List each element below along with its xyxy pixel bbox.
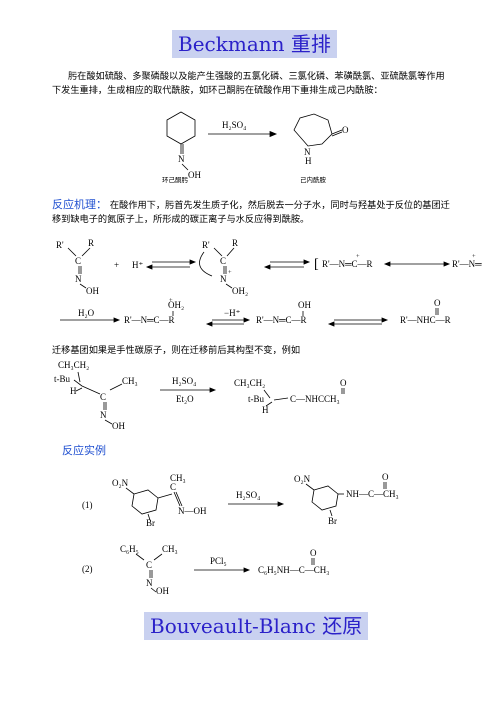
ch-oh: OH <box>112 421 125 430</box>
s1-n: N <box>178 154 185 164</box>
ex2-o: O <box>310 548 317 558</box>
ex2-ch3: CH₃ <box>162 544 178 554</box>
m-step-b-oh: OH <box>298 300 311 310</box>
m2-rprime: R' <box>202 240 210 250</box>
scheme-caprolactam: N OH H₂SO₄ O N H 环己酮肟 己内酰胺 <box>162 111 349 184</box>
ex1-label: (1) <box>82 500 93 510</box>
mechanism-label: 反应机理： <box>52 198 107 211</box>
m-step-b: R'—N═C—R <box>256 315 307 325</box>
ex1-prod-nh: NH—C—CH₃ <box>346 489 399 499</box>
ex1-c: C <box>170 482 176 492</box>
ex2-n: N <box>146 578 153 588</box>
ex1-no2: O₂N <box>112 478 129 488</box>
ch-n: N <box>100 410 107 420</box>
m2-oh2: OH₂ <box>232 286 248 296</box>
example-2-scheme: (2) C₆H₅ CH₃ C N OH PCl₅ C₆H₅NH—C—CH₃ O <box>82 544 329 594</box>
bouveault-title: Bouveault-Blanc 还原 <box>144 612 369 640</box>
ex1-ch3: CH₃ <box>170 473 186 483</box>
ch-product-o: O <box>340 378 347 388</box>
m-c: C <box>75 256 81 266</box>
chiral-scheme: CH₃CH₂ t-Bu H CH₃ C N OH H₂SO₄ Et₂O CH₃C… <box>54 360 347 430</box>
ex1-br: Br <box>146 518 155 528</box>
m2-r: R <box>232 238 238 248</box>
svg-text:[: [ <box>314 257 319 272</box>
m2-plus: + <box>228 269 232 276</box>
intro-paragraph: 肟在酸如硫酸、多聚磷酸以及能产生强酸的五氯化磷、三氯化磷、苯磺酰氯、亚硫酰氯等作… <box>52 71 445 96</box>
ex1-prod-br: Br <box>328 516 337 526</box>
mechanism-paragraph: 反应机理： 在酸作用下，肟首先发生质子化，然后脱去一分子水，同时与羟基处于反位的… <box>52 198 457 227</box>
m-h2o: H₂O <box>78 308 95 318</box>
ch-product-main: C—NHCCH₃ <box>290 394 340 404</box>
ch-reagent-bottom: Et₂O <box>176 394 194 404</box>
label-cyclohexanone-oxime: 环己酮肟 <box>162 176 189 184</box>
ch-ch3: CH₃ <box>122 376 138 386</box>
s1-reagent: H₂SO₄ <box>222 120 246 130</box>
caprolactam-ring <box>293 113 333 147</box>
ex2-label: (2) <box>82 564 93 574</box>
m-plus: + <box>114 260 119 270</box>
m-step-a: R'—N═C—R <box>124 315 175 325</box>
m-oh: OH <box>86 286 99 296</box>
ch-tbu: t-Bu <box>54 374 71 384</box>
m-step-a-oh2: OH₂ <box>168 300 184 310</box>
example-1-scheme: (1) O₂N C CH₃ N—OH Br H₂SO₄ O₂N NH—C—CH₃… <box>82 472 399 528</box>
m-ion-1-plus: + <box>356 253 360 260</box>
ex2-c6h5: C₆H₅ <box>120 544 139 554</box>
m-hplus: H⁺ <box>132 260 143 270</box>
arrowhead <box>269 130 278 138</box>
ch-p-h: H <box>262 405 269 415</box>
m-ion-1: R'—N═C—R <box>322 259 373 269</box>
m-amide: R'—NHC—R <box>400 315 451 325</box>
ch-h: H <box>70 386 77 396</box>
m2-n: N <box>220 274 227 284</box>
s1-nh: N <box>304 147 311 157</box>
chiral-note: 迁移基团如果是手性碳原子，则在迁移前后其构型不变，例如 <box>52 345 301 356</box>
s1-o: O <box>342 125 349 135</box>
ch-p-tbu: t-Bu <box>248 394 265 404</box>
s1-h: H <box>305 156 312 166</box>
examples-heading: 反应实例 <box>62 444 106 457</box>
m-ion-2: R'—N═C—R <box>452 259 482 269</box>
m-rprime: R' <box>56 240 64 250</box>
m-n: N <box>75 274 82 284</box>
ch-c: C <box>100 392 106 402</box>
m-r: R <box>88 238 94 248</box>
ex1-prod-no2: O₂N <box>294 474 311 484</box>
mechanism-row-1: R' R C N OH + H⁺ R' R C N + OH₂ [ R'—N═C… <box>56 238 482 296</box>
s1-oh: OH <box>188 170 201 180</box>
m-amide-o: O <box>434 298 441 308</box>
m2-c: C <box>220 256 226 266</box>
label-caprolactam: 己内酰胺 <box>300 175 327 184</box>
cyclohexane-ring <box>166 111 196 145</box>
m-minus-h: −H⁺ <box>224 308 241 318</box>
curved-arrow <box>199 251 213 277</box>
ex1-reagent: H₂SO₄ <box>236 490 260 500</box>
beckmann-title: Beckmann 重排 <box>172 30 337 58</box>
ch-reagent-top: H₂SO₄ <box>172 376 196 386</box>
ch-p-ch3ch2: CH₃CH₂ <box>234 378 265 388</box>
ex2-c: C <box>146 560 152 570</box>
mechanism-text: 在酸作用下，肟首先发生质子化，然后脱去一分子水，同时与羟基处于反位的基团迁移到缺… <box>52 200 450 225</box>
ex1-n: N—OH <box>178 506 207 516</box>
m-step-a-plus: + <box>169 297 173 304</box>
m-ion-2-plus: + <box>472 253 476 260</box>
ch-ch3ch2: CH₃CH₂ <box>58 360 89 370</box>
mechanism-row-2: H₂O R'—N═C—R OH₂ + −H⁺ R'—N═C—R OH R'—NH… <box>60 297 451 327</box>
ex2-oh: OH <box>156 586 169 594</box>
ex1-prod-benzene <box>311 485 339 511</box>
ex1-benzene <box>131 489 159 515</box>
ex1-prod-o: O <box>382 472 389 482</box>
ex2-product: C₆H₅NH—C—CH₃ <box>258 565 329 575</box>
ex2-reagent: PCl₅ <box>210 556 227 566</box>
